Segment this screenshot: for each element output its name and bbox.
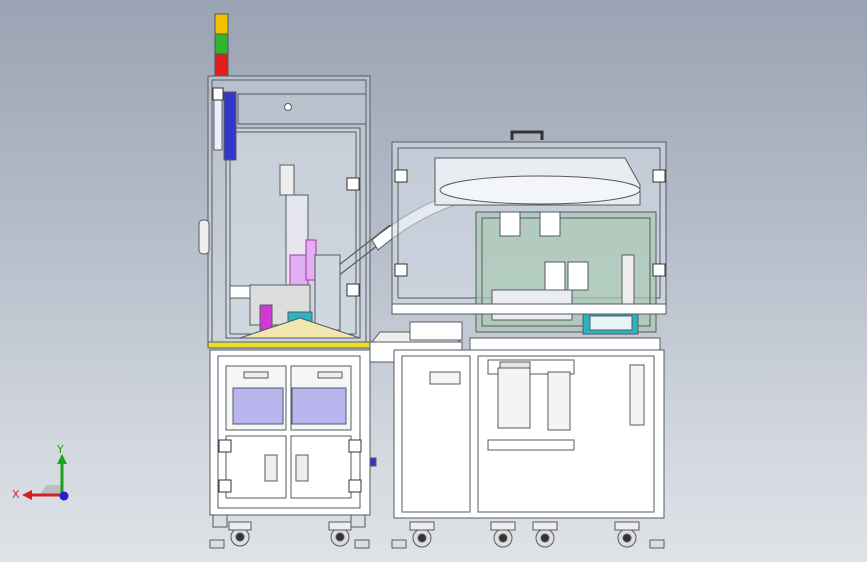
triad-plane bbox=[40, 485, 62, 495]
orientation-triad[interactable]: Y X bbox=[10, 440, 80, 510]
frame-brackets bbox=[212, 87, 666, 493]
tower-light bbox=[214, 13, 229, 77]
right-machine bbox=[391, 130, 667, 549]
y-axis-label: Y bbox=[56, 443, 64, 456]
y-arrow-icon bbox=[57, 454, 67, 464]
left-machine bbox=[198, 75, 396, 549]
x-axis-label: X bbox=[12, 488, 20, 501]
z-axis-dot bbox=[59, 491, 69, 501]
x-arrow-icon bbox=[22, 490, 32, 500]
